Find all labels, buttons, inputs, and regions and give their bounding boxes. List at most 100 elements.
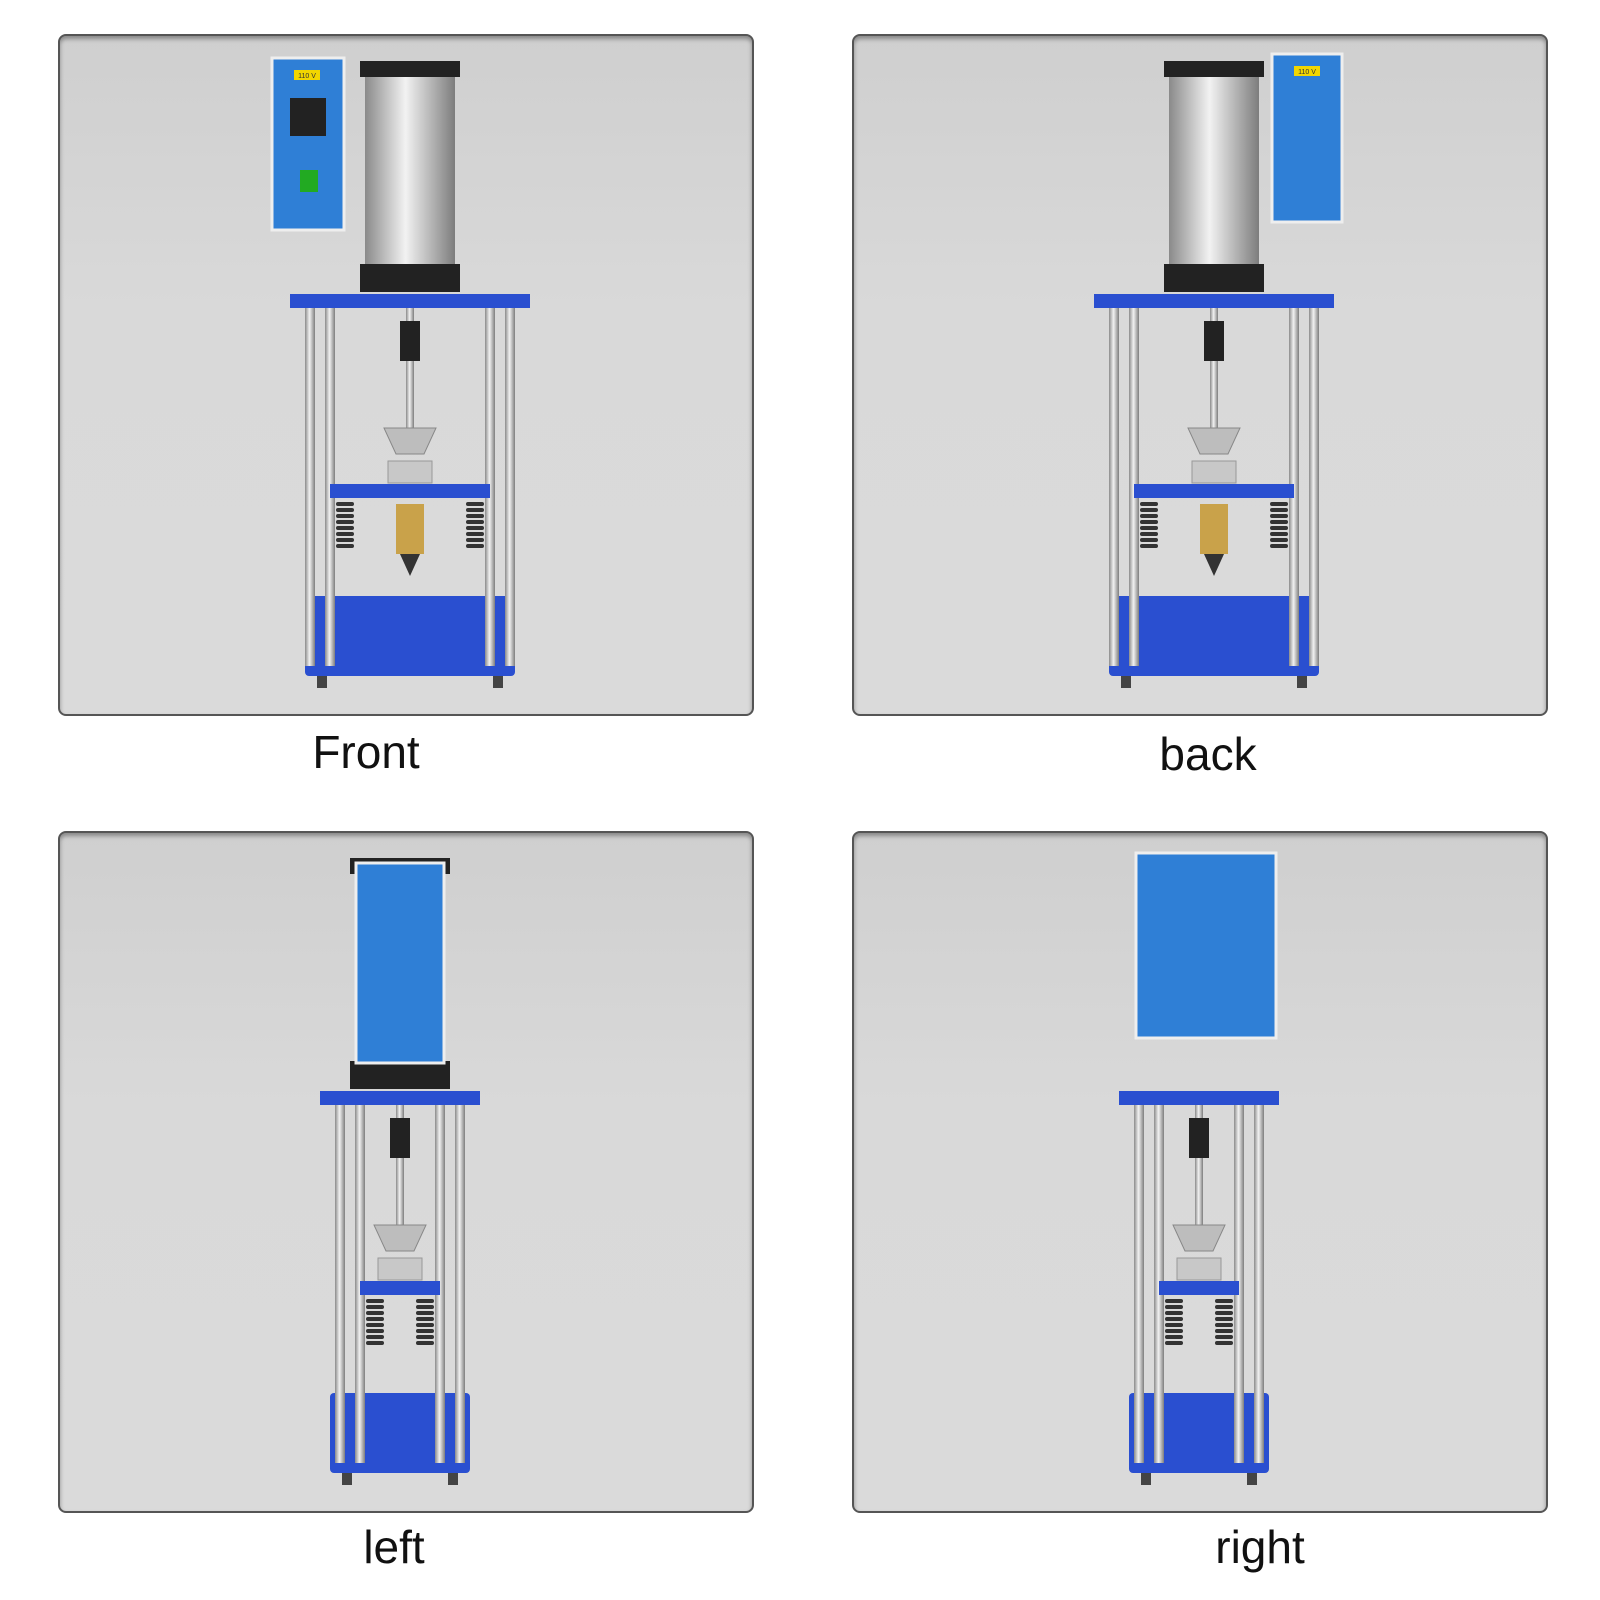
spring-coil — [1140, 544, 1158, 548]
top-plate — [290, 294, 530, 308]
cylinder-base — [350, 1061, 450, 1089]
spring-coil — [336, 544, 354, 548]
spring-coil — [416, 1311, 434, 1315]
heater-nozzle — [396, 504, 424, 554]
foot — [1297, 676, 1307, 688]
spring-coil — [1215, 1311, 1233, 1315]
spring-coil — [1270, 526, 1288, 530]
funnel-holder — [377, 1257, 423, 1281]
top-plate — [320, 1091, 480, 1105]
foot — [448, 1473, 458, 1485]
middle-plate — [1159, 1281, 1239, 1295]
spring-coil — [1140, 514, 1158, 518]
spring-coil — [466, 508, 484, 512]
voltage-label-text: 110 V — [298, 73, 316, 80]
funnel — [383, 427, 437, 455]
spring-coil — [1215, 1341, 1233, 1345]
temperature-controller — [290, 98, 326, 136]
cylinder-base — [360, 264, 460, 292]
rod-coupler — [1189, 1118, 1209, 1158]
back-view-photo: 110 V — [852, 34, 1548, 716]
spring-coil — [466, 520, 484, 524]
middle-plate — [1134, 484, 1294, 498]
spring-coil — [336, 520, 354, 524]
spring-coil — [1140, 502, 1158, 506]
spring-coil — [1165, 1305, 1183, 1309]
guide-column — [1154, 1098, 1164, 1463]
base-plate — [1109, 596, 1319, 676]
spring-coil — [1270, 508, 1288, 512]
spring-coil — [366, 1329, 384, 1333]
front-view-caption: Front — [312, 726, 420, 778]
guide-column — [455, 1098, 465, 1463]
spring-coil — [366, 1335, 384, 1339]
guide-column — [335, 1098, 345, 1463]
spring-coil — [1165, 1317, 1183, 1321]
air-cylinder — [1169, 66, 1259, 266]
spring-coil — [1270, 520, 1288, 524]
spring-coil — [336, 526, 354, 530]
right-view-photo — [852, 831, 1548, 1513]
piston-rod — [1195, 1105, 1203, 1225]
spring-coil — [416, 1299, 434, 1303]
spring-coil — [1140, 508, 1158, 512]
spring-coil — [1215, 1323, 1233, 1327]
funnel-holder — [1176, 1257, 1222, 1281]
spring-coil — [416, 1323, 434, 1327]
air-cylinder — [365, 66, 455, 266]
cylinder-cap — [360, 61, 460, 77]
right-view-caption: right — [1215, 1521, 1305, 1573]
spring-coil — [1165, 1329, 1183, 1333]
base-plate — [305, 596, 515, 676]
spring-coil — [1140, 532, 1158, 536]
spring-coil — [466, 502, 484, 506]
spring-coil — [1215, 1329, 1233, 1333]
spring-coil — [336, 508, 354, 512]
rod-coupler — [390, 1118, 410, 1158]
guide-column — [1129, 301, 1139, 666]
guide-column — [1234, 1098, 1244, 1463]
spring-coil — [466, 532, 484, 536]
spring-coil — [1270, 532, 1288, 536]
spring-coil — [1270, 544, 1288, 548]
control-box — [1134, 851, 1278, 1040]
middle-plate — [330, 484, 490, 498]
heater-nozzle — [1200, 504, 1228, 554]
base-plate — [330, 1393, 470, 1473]
spring-coil — [1165, 1323, 1183, 1327]
foot — [342, 1473, 352, 1485]
nozzle-tip — [1204, 554, 1224, 576]
spring-coil — [1140, 520, 1158, 524]
spring-coil — [366, 1299, 384, 1303]
guide-column — [305, 301, 315, 666]
foot — [317, 676, 327, 688]
spring-coil — [416, 1335, 434, 1339]
front-view-photo: 110 V — [58, 34, 754, 716]
back-view-caption: back — [1159, 728, 1257, 780]
left-view-caption: left — [363, 1521, 425, 1573]
spring-coil — [1165, 1299, 1183, 1303]
rod-coupler — [1204, 321, 1224, 361]
funnel — [373, 1224, 427, 1252]
spring-coil — [336, 502, 354, 506]
control-box — [270, 56, 346, 232]
spring-coil — [1140, 526, 1158, 530]
spring-coil — [366, 1341, 384, 1345]
top-plate — [1119, 1091, 1279, 1105]
spring-coil — [1165, 1335, 1183, 1339]
rod-coupler — [400, 321, 420, 361]
foot — [493, 676, 503, 688]
guide-column — [1309, 301, 1319, 666]
voltage-label — [294, 70, 320, 80]
piston-rod — [406, 308, 414, 428]
middle-plate — [360, 1281, 440, 1295]
funnel — [1187, 427, 1241, 455]
spring-coil — [466, 538, 484, 542]
spring-coil — [466, 526, 484, 530]
guide-column — [435, 1098, 445, 1463]
guide-column — [1254, 1098, 1264, 1463]
spring-coil — [1270, 514, 1288, 518]
nozzle-tip — [400, 554, 420, 576]
guide-column — [1289, 301, 1299, 666]
control-box — [354, 861, 446, 1065]
